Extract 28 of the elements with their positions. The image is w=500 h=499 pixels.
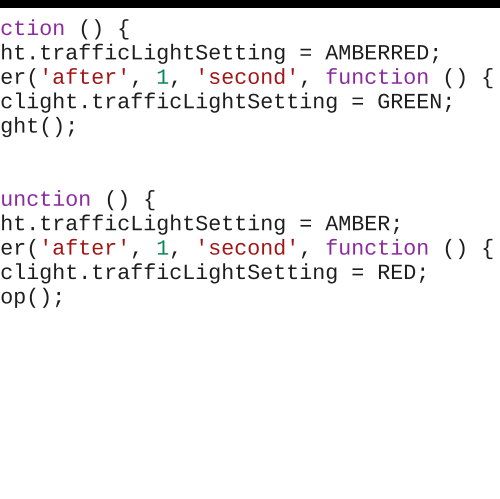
code-text: ht.trafficLightSetting = AMBERRED; [2,44,438,64]
code-text: op(); [2,288,61,308]
code-text: 'after' [44,238,125,255]
code-text: () { [82,19,128,40]
code-text: 'second' [200,238,294,255]
code-text: function [326,68,428,84]
code-text: unction [2,190,90,206]
code-text: er( [2,238,36,260]
code-text: ht.trafficLightSetting = AMBER; [2,214,399,235]
code-text: function [326,238,428,255]
code-text: () { [446,238,492,260]
code-text: () { [446,68,492,88]
code-text: 1 [158,70,168,84]
code-text: , [172,80,177,88]
code-text: , [132,251,138,258]
code-text: () { [108,190,154,210]
code-text: , [302,80,307,88]
code-text: 1 [158,240,168,255]
code-text: ction [2,19,64,36]
code-text: clight.trafficLightSetting = GREEN; [2,92,451,113]
code-text: , [302,251,307,258]
code-text: , [132,80,138,88]
code-text: ght(); [2,116,74,138]
code-text: 'second' [200,68,294,84]
code-text: er( [2,68,36,88]
code-text: 'after' [44,68,125,84]
code-text: clight.trafficLightSetting = RED; [2,263,425,284]
code-text: , [172,251,177,258]
